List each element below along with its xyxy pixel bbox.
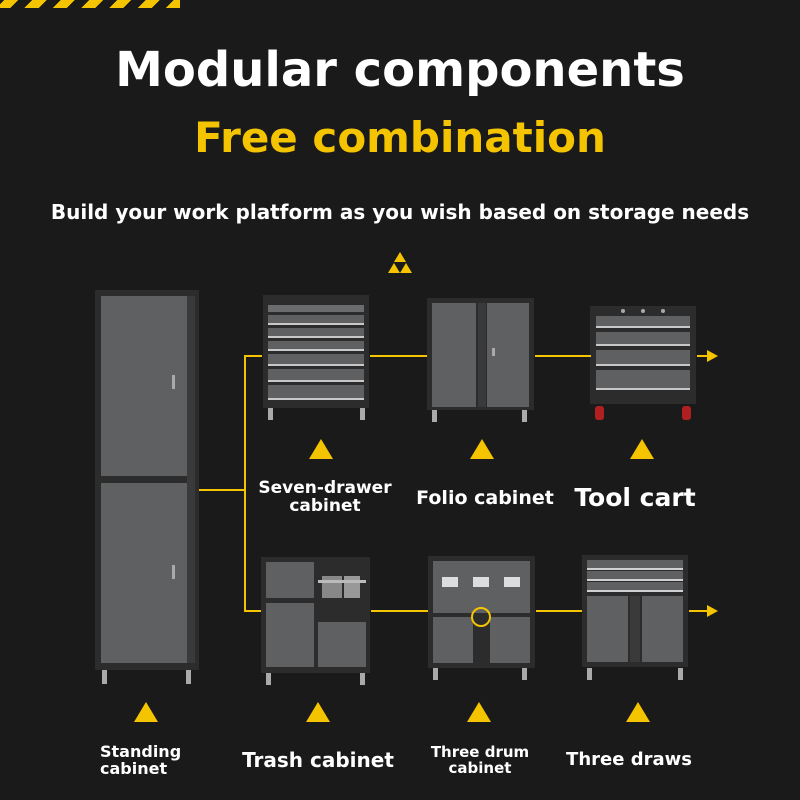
label-tool-cart: Tool cart xyxy=(574,483,696,512)
label-trash: Trash cabinet xyxy=(242,748,394,772)
tool-cart-image xyxy=(590,306,696,420)
tagline: Build your work platform as you wish bas… xyxy=(50,200,750,224)
connector-lines xyxy=(199,350,718,617)
triangle-icon xyxy=(467,702,491,722)
folio-cabinet-image xyxy=(427,298,534,422)
triangle-icon xyxy=(470,439,494,459)
trash-cabinet-image xyxy=(261,557,370,685)
standing-cabinet-image xyxy=(95,290,199,684)
triangle-icon xyxy=(626,702,650,722)
label-standing: Standing cabinet xyxy=(100,742,182,778)
label-folio: Folio cabinet xyxy=(416,487,554,509)
triangle-icon xyxy=(134,702,158,722)
three-draws-cabinet-image xyxy=(582,555,688,680)
seven-drawer-cabinet-image xyxy=(263,295,369,420)
label-three-drum: Three drum cabinet xyxy=(430,743,530,777)
triforce-icon xyxy=(388,252,412,273)
triangle-icon xyxy=(630,439,654,459)
triangle-icon xyxy=(306,702,330,722)
label-seven-drawer: Seven-drawer cabinet xyxy=(258,478,392,516)
label-three-draws: Three draws xyxy=(566,749,692,770)
page-title: Modular components xyxy=(115,42,685,98)
page-subtitle: Free combination xyxy=(194,113,606,162)
triangle-icon xyxy=(309,439,333,459)
hazard-stripe xyxy=(0,0,180,8)
three-drum-cabinet-image xyxy=(428,556,535,680)
